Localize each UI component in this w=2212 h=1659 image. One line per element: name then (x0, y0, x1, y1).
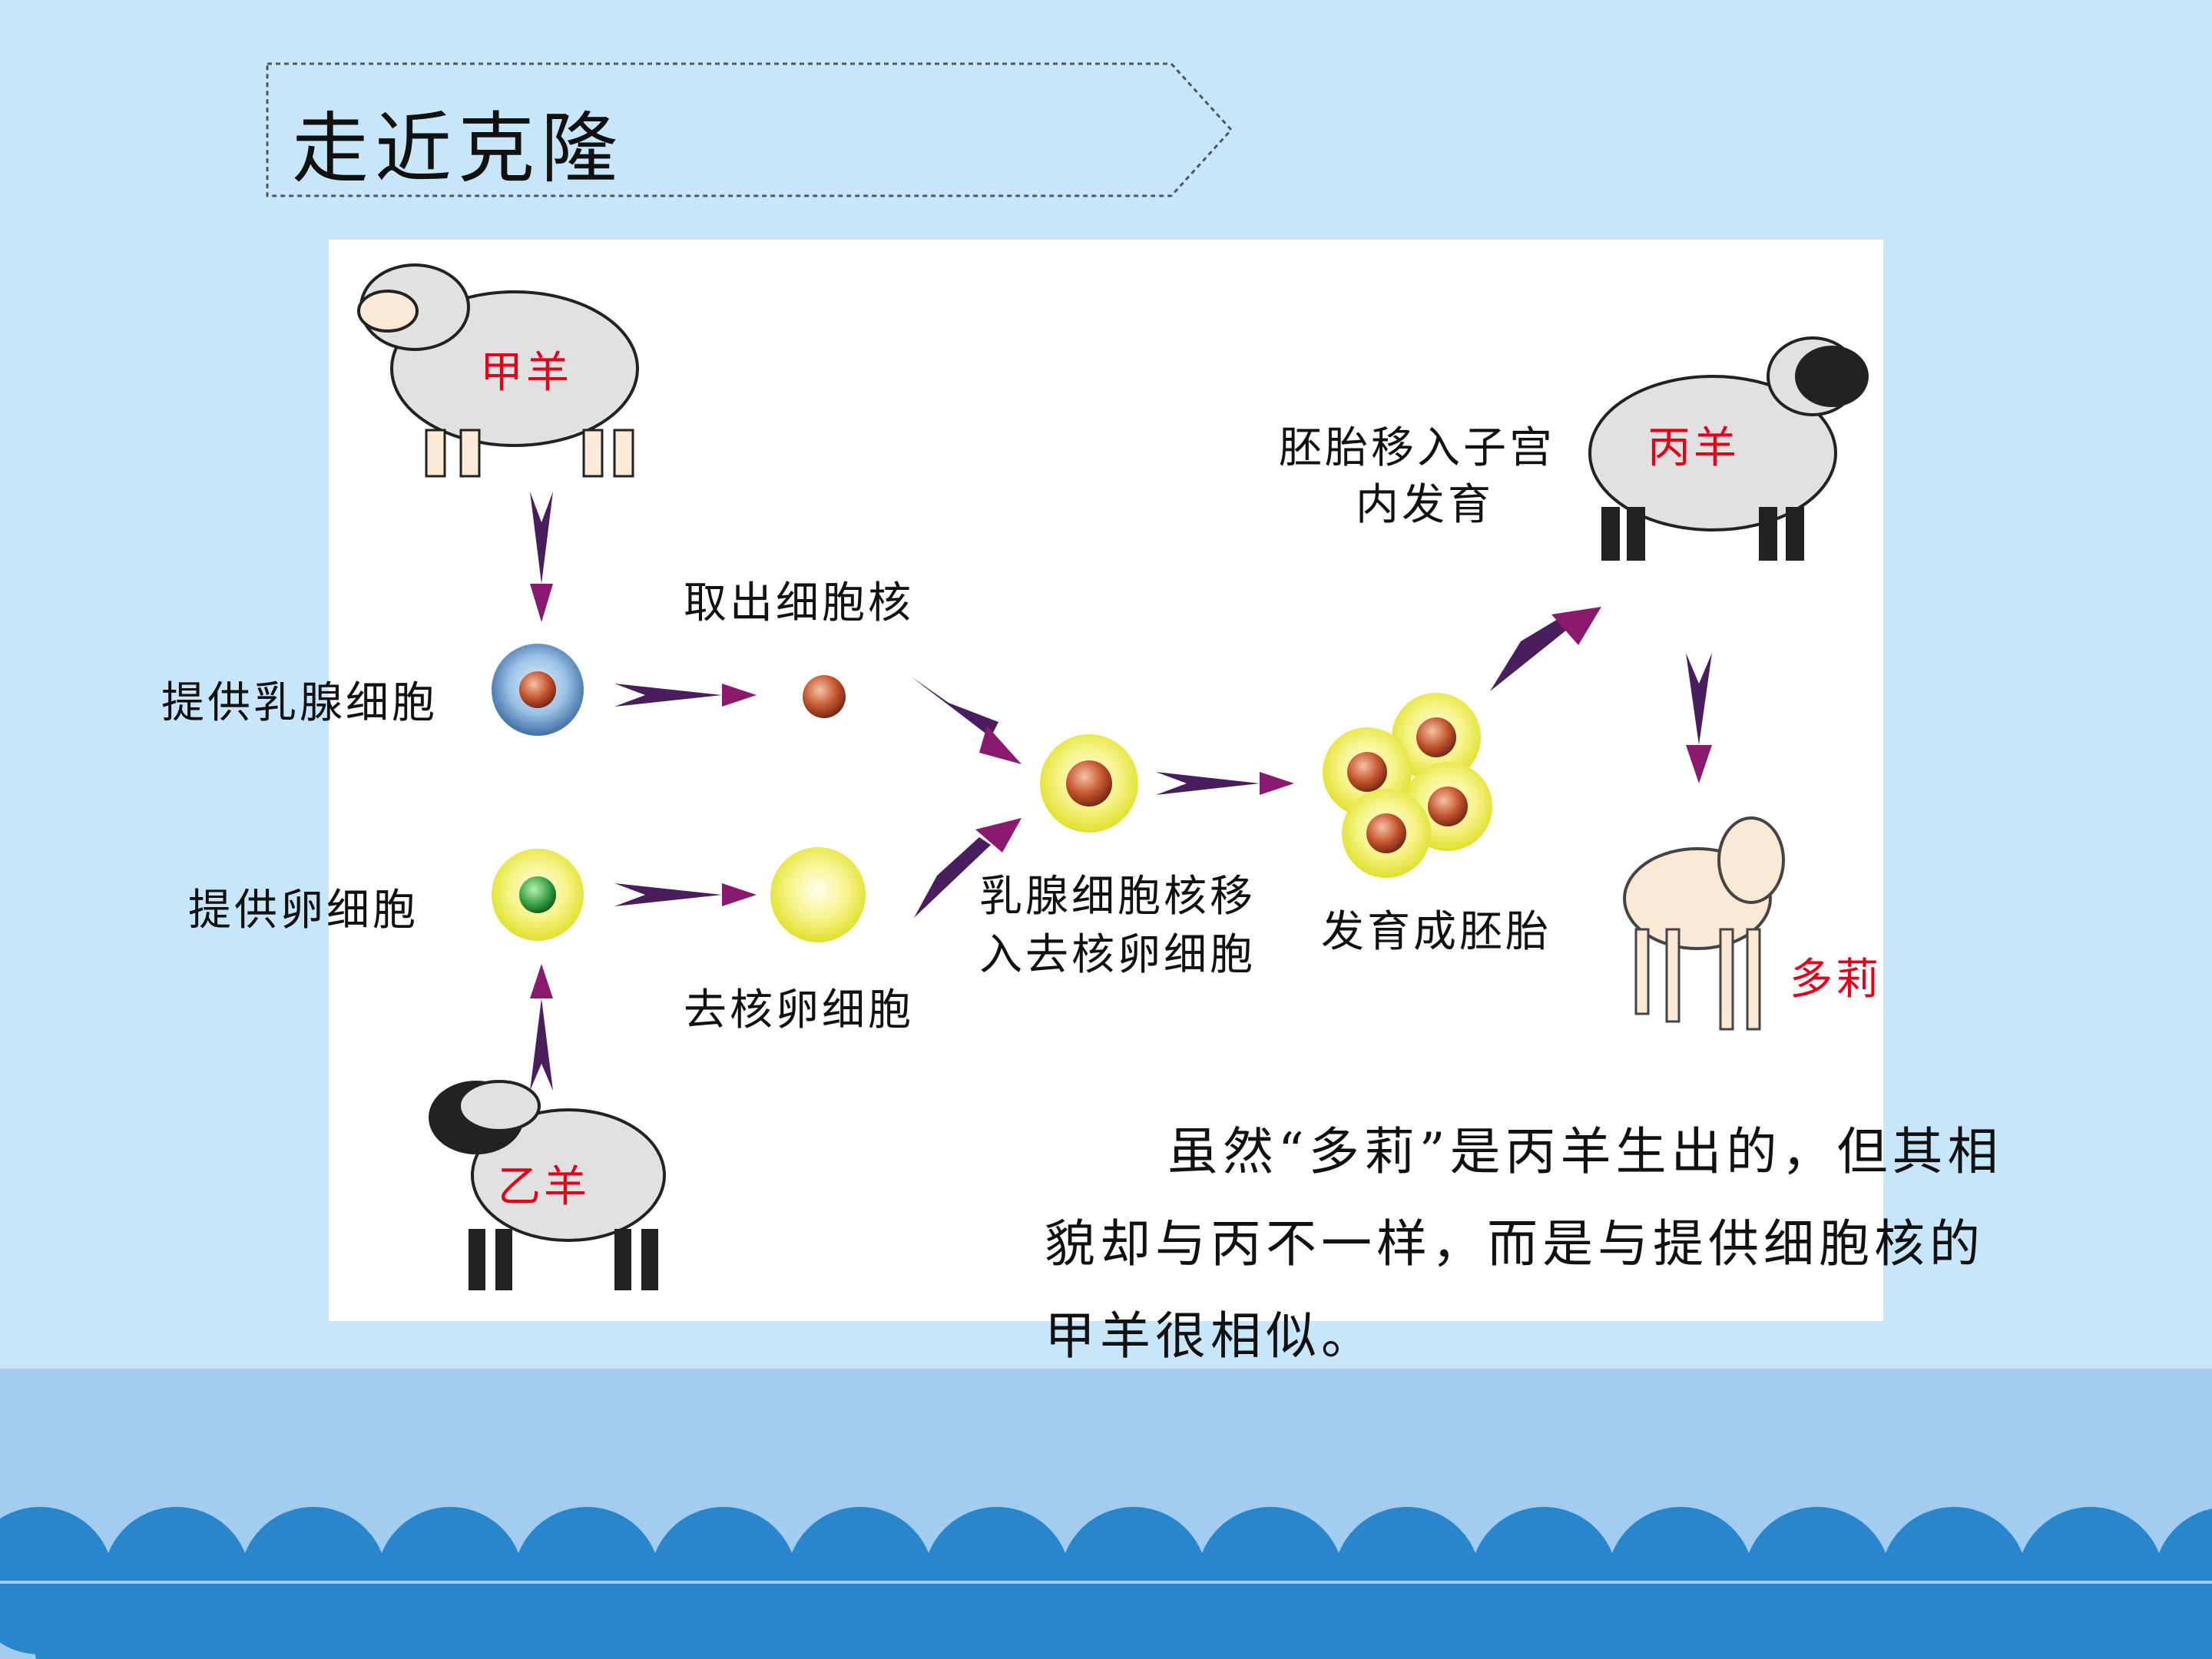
wave-arc (1264, 1567, 1412, 1659)
wave-divider (0, 1581, 2212, 1584)
label-sheep-a: 甲羊 (480, 348, 572, 398)
wave-arc (1948, 1567, 2095, 1659)
arrow-sheep-a-down (530, 492, 553, 622)
label-provide-egg-cell: 提供卵细胞 (188, 886, 419, 935)
embryo-cluster (1323, 693, 1492, 878)
wave-arc (991, 1567, 1138, 1659)
extracted-nucleus (803, 675, 846, 718)
explanation-caption: 虽然“多莉”是丙羊生出的，但其相貌却与丙不一样，而是与提供细胞核的甲羊很相似。 (1045, 1122, 2003, 1366)
wave-arc (1811, 1567, 1959, 1659)
label-provide-mammary-cell: 提供乳腺细胞 (161, 678, 438, 728)
wave-arc (581, 1567, 728, 1659)
wave-arc (2085, 1567, 2212, 1659)
title-banner (266, 62, 1233, 197)
wave-arc (1128, 1567, 1275, 1659)
wave-arc (307, 1567, 455, 1659)
label-transfer-line2: 入去核卵细胞 (979, 930, 1256, 980)
reconstructed-egg-cell (1040, 734, 1138, 833)
slide-title: 走近克隆 (292, 104, 624, 194)
sheep-c-illustration (1588, 336, 1869, 561)
sheep-b-illustration (429, 1080, 666, 1290)
wave-arc (171, 1567, 318, 1659)
arrow-embryo-to-sheep-c (1490, 607, 1601, 691)
wave-arc (854, 1567, 1002, 1659)
arrow-sheep-b-up (530, 964, 553, 1091)
sheep-a-illustration (357, 263, 639, 478)
wave-arc (1538, 1567, 1685, 1659)
label-sheep-b: 乙羊 (498, 1162, 590, 1212)
arrow-enucleated-to-fusion (914, 818, 1022, 918)
label-sheep-c: 丙羊 (1647, 423, 1740, 473)
label-extract-nucleus: 取出细胞核 (684, 578, 914, 628)
wave-decoration (0, 1507, 2212, 1659)
wave-arc (444, 1567, 591, 1659)
process-arrows (530, 492, 1712, 1091)
wave-arc (1674, 1567, 1822, 1659)
arrow-fusion-to-embryo (1156, 772, 1294, 795)
egg-cell (492, 849, 584, 941)
mammary-cell (492, 644, 584, 736)
arrow-nucleus-to-fusion (910, 676, 1022, 764)
wave-arc (717, 1567, 865, 1659)
arrow-mammary-to-nucleus (614, 684, 757, 707)
label-enucleated-egg: 去核卵细胞 (684, 985, 914, 1035)
wave-arc (34, 1567, 181, 1659)
label-develop-embryo: 发育成胚胎 (1321, 907, 1551, 957)
wave-arc (1401, 1567, 1548, 1659)
label-implant-line2: 内发育 (1356, 480, 1494, 530)
arrow-egg-to-enucleated (614, 883, 757, 906)
enucleated-egg-cell (770, 847, 866, 942)
label-lamb-dolly: 多莉 (1790, 955, 1882, 1005)
label-transfer-line1: 乳腺细胞核移 (979, 872, 1256, 922)
lamb-dolly-illustration (1623, 816, 1785, 1031)
label-implant-line1: 胚胎移入子宫 (1279, 423, 1555, 473)
arrow-sheep-c-down (1686, 653, 1712, 783)
